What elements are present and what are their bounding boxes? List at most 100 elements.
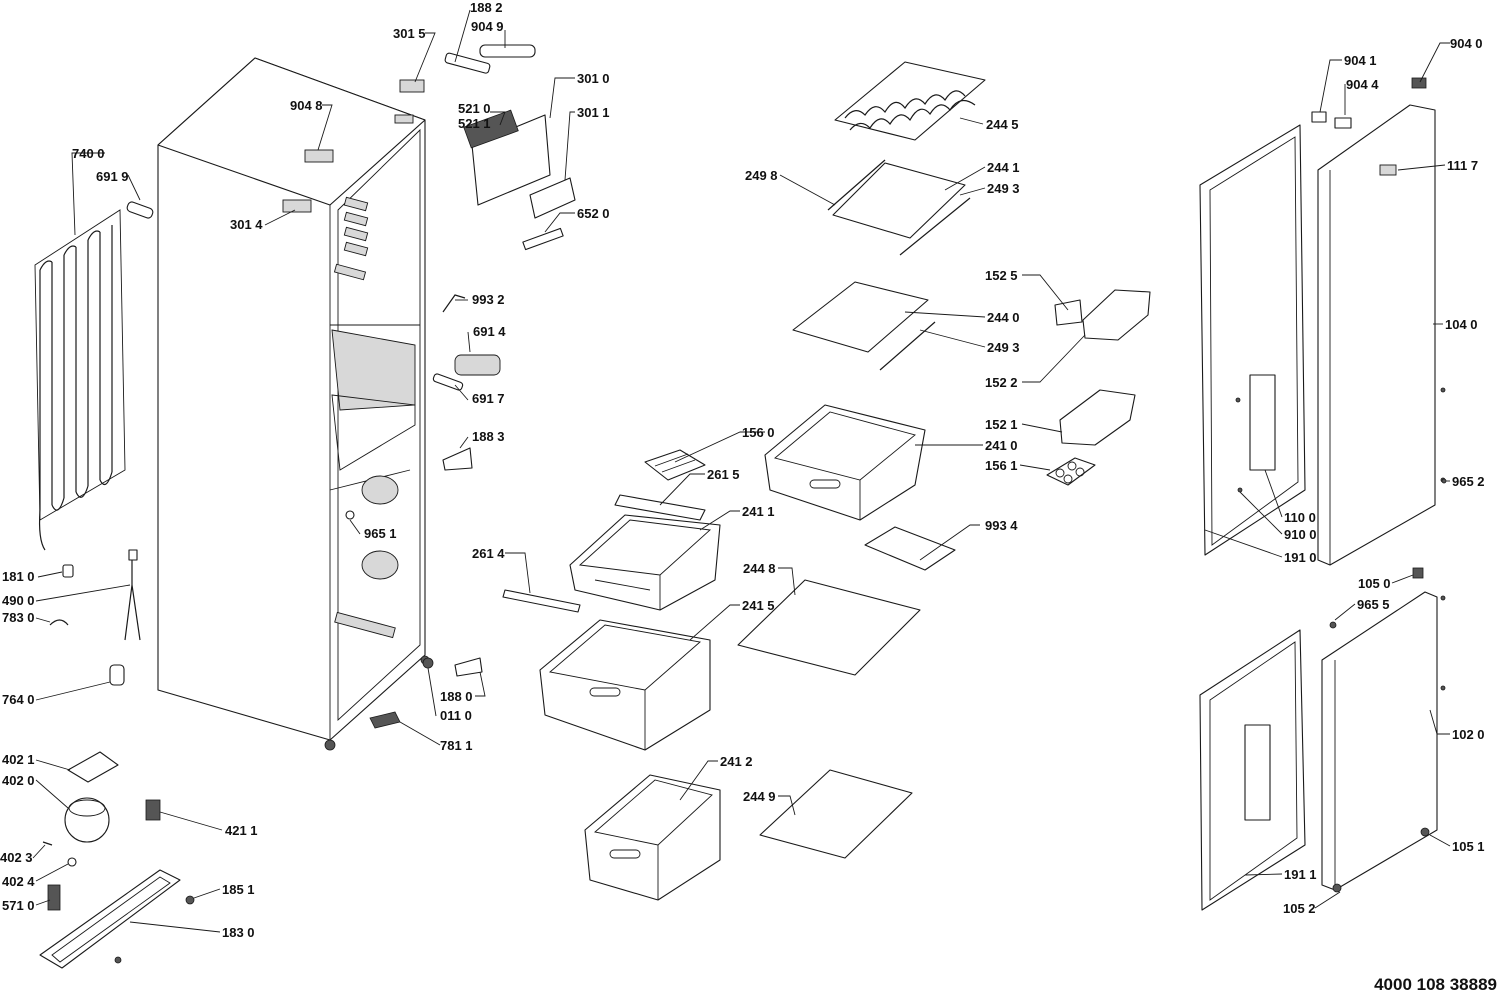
- part-label-2440: 244 0: [987, 310, 1020, 325]
- part-label-1050: 105 0: [1358, 576, 1391, 591]
- part-label-9100: 910 0: [1284, 527, 1317, 542]
- part-label-1882: 188 2: [470, 0, 503, 15]
- part-label-2493-top: 249 3: [987, 181, 1020, 196]
- drawer-rail: [614, 494, 706, 521]
- part-label-2441: 244 1: [987, 160, 1020, 175]
- part-label-9040: 904 0: [1450, 36, 1483, 51]
- part-label-4021: 402 1: [2, 752, 35, 767]
- freezer-drawer-bottom: [584, 774, 721, 901]
- part-label-2614: 261 4: [472, 546, 505, 561]
- hinge-cover-top: [399, 79, 425, 93]
- evaporator-tray: [67, 751, 119, 783]
- freezer-drawer-top: [764, 404, 926, 521]
- part-label-2411: 241 1: [742, 504, 775, 519]
- part-label-1560: 156 0: [742, 425, 775, 440]
- part-label-9048: 904 8: [290, 98, 323, 113]
- drain-channel: [369, 711, 401, 729]
- part-label-5211: 521 1: [458, 116, 491, 131]
- sensor-wire: [442, 294, 466, 313]
- part-label-1561: 156 1: [985, 458, 1018, 473]
- part-label-4900: 490 0: [2, 593, 35, 608]
- part-label-1830: 183 0: [222, 925, 255, 940]
- part-label-9651: 965 1: [364, 526, 397, 541]
- part-label-2412: 241 2: [720, 754, 753, 769]
- part-label-2615: 261 5: [707, 467, 740, 482]
- part-label-2415: 241 5: [742, 598, 775, 613]
- grommet: [67, 857, 77, 867]
- fridge-door: [1317, 104, 1446, 566]
- part-label-6917: 691 7: [472, 391, 505, 406]
- part-label-1810: 181 0: [2, 569, 35, 584]
- part-label-7400: 740 0: [72, 146, 105, 161]
- part-label-2498: 249 8: [745, 168, 778, 183]
- part-label-2410: 241 0: [985, 438, 1018, 453]
- control-panel-label: [529, 177, 576, 219]
- part-label-1117: 111 7: [1447, 158, 1478, 173]
- compressor: [64, 797, 110, 843]
- drain-tube: [126, 201, 154, 219]
- shelf-trim-middle: [879, 321, 936, 371]
- part-label-1020: 102 0: [1452, 727, 1485, 742]
- part-label-2449: 244 9: [743, 789, 776, 804]
- plug: [128, 549, 138, 561]
- glass-shelf-bottom: [759, 769, 913, 859]
- part-label-1052: 105 2: [1283, 901, 1316, 916]
- condenser-coil: [34, 209, 126, 551]
- part-label-4211: 421 1: [225, 823, 258, 838]
- glass-shelf-middle: [792, 281, 929, 353]
- hinge-pin-top: [1412, 567, 1424, 579]
- light-cover: [522, 227, 564, 251]
- clip-pin: [42, 841, 53, 846]
- part-label-9932: 993 2: [472, 292, 505, 307]
- refrigerator-cabinet: [157, 57, 430, 751]
- hinge-screw: [1329, 621, 1337, 629]
- part-label-4020: 402 0: [2, 773, 35, 788]
- part-label-5210: 521 0: [458, 101, 491, 116]
- hinge-bottom: [454, 657, 483, 677]
- part-label-1880: 188 0: [440, 689, 473, 704]
- freezer-drawer-middle: [569, 514, 721, 611]
- top-cover-plate: [282, 199, 312, 213]
- ice-cube-tray: [644, 449, 706, 481]
- part-label-1522: 152 2: [985, 375, 1018, 390]
- part-label-7830: 783 0: [2, 610, 35, 625]
- hinge-cover-right: [1334, 117, 1352, 129]
- tube: [49, 619, 69, 626]
- part-label-3014: 301 4: [230, 217, 263, 232]
- part-label-9044: 904 4: [1346, 77, 1379, 92]
- part-label-5710: 571 0: [2, 898, 35, 913]
- shelf-trim-front: [827, 159, 886, 211]
- screw: [185, 895, 195, 905]
- part-label-0110: 011 0: [440, 708, 472, 723]
- sensor: [432, 373, 464, 391]
- door-bin-cover: [1054, 299, 1083, 326]
- part-label-6914: 691 4: [473, 324, 506, 339]
- filter-drier: [109, 664, 125, 686]
- door-bin-upper: [1082, 289, 1151, 341]
- power-cord: [124, 555, 141, 641]
- part-label-3011: 301 1: [577, 105, 610, 120]
- part-label-9652: 965 2: [1452, 474, 1485, 489]
- part-label-9655: 965 5: [1357, 597, 1390, 612]
- ice-bank: [864, 526, 956, 571]
- door-bin-lower: [1059, 389, 1136, 446]
- shelf-trim-rear: [899, 197, 971, 256]
- base-plate: [39, 869, 181, 969]
- hinge-cap-top: [1411, 77, 1427, 89]
- foot: [422, 657, 434, 669]
- part-label-6520: 652 0: [577, 206, 610, 221]
- part-label-1521: 152 1: [985, 417, 1018, 432]
- part-label-9049: 904 9: [471, 19, 504, 34]
- part-label-1911: 191 1: [1284, 867, 1317, 882]
- part-label-1910: 191 0: [1284, 550, 1317, 565]
- part-label-2445: 244 5: [986, 117, 1019, 132]
- wine-rack: [834, 61, 986, 141]
- part-label-1040: 104 0: [1445, 317, 1478, 332]
- document-number: 4000 108 38889: [1374, 975, 1497, 994]
- air-damper: [454, 354, 501, 376]
- part-label-4023: 402 3: [0, 850, 33, 865]
- hinge-cover-cap: [479, 44, 536, 58]
- part-label-3010: 301 0: [577, 71, 610, 86]
- part-label-4024: 402 4: [2, 874, 35, 889]
